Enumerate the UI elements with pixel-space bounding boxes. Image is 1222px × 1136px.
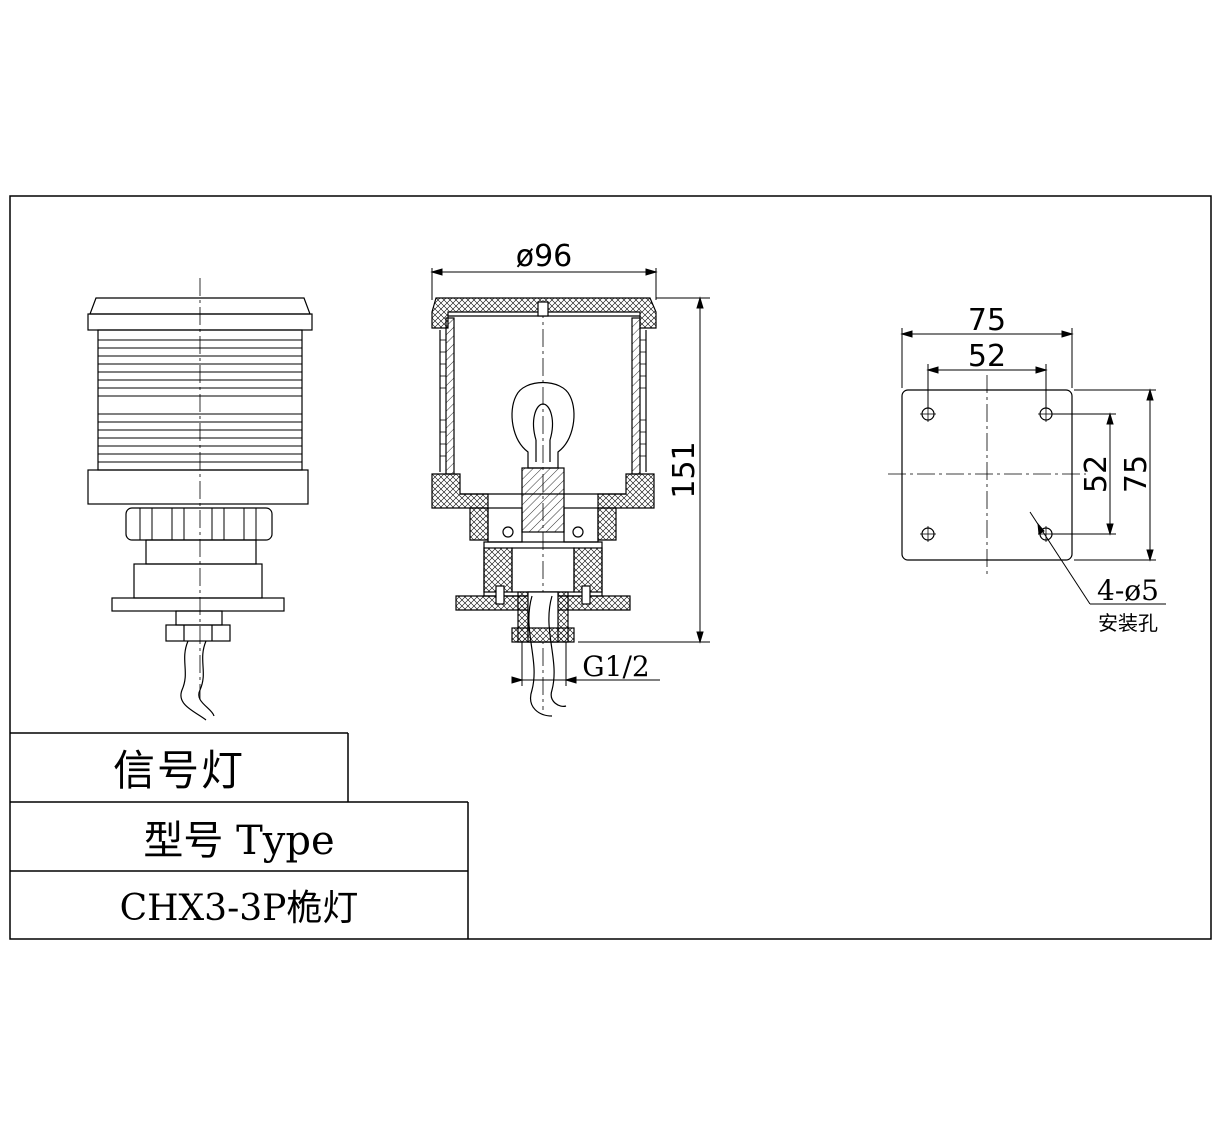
title-block-lines [10, 732, 469, 939]
section-dimensions [430, 268, 710, 686]
front-view [87, 278, 313, 721]
title-name: 信号灯 [112, 746, 245, 795]
dim-diameter: ø96 [516, 239, 573, 274]
section-view [431, 297, 657, 717]
dim-hole-spacing-h: 52 [968, 339, 1006, 374]
mounting-plate-view [888, 375, 1086, 578]
dim-plate-width: 75 [968, 303, 1006, 338]
drawing-frame [9, 195, 1212, 940]
title-model: CHX3-3P桅灯 [119, 888, 359, 929]
dim-holes-caption: 安装孔 [1098, 611, 1158, 635]
dim-holes: 4-ø5 [1097, 574, 1159, 607]
dim-thread: G1/2 [582, 650, 649, 683]
dim-plate-height: 75 [1119, 455, 1154, 493]
dim-height: 151 [667, 441, 702, 498]
title-model-label: 型号 Type [143, 817, 335, 864]
plate-dimensions [900, 328, 1166, 605]
dim-hole-spacing-v: 52 [1079, 455, 1114, 493]
